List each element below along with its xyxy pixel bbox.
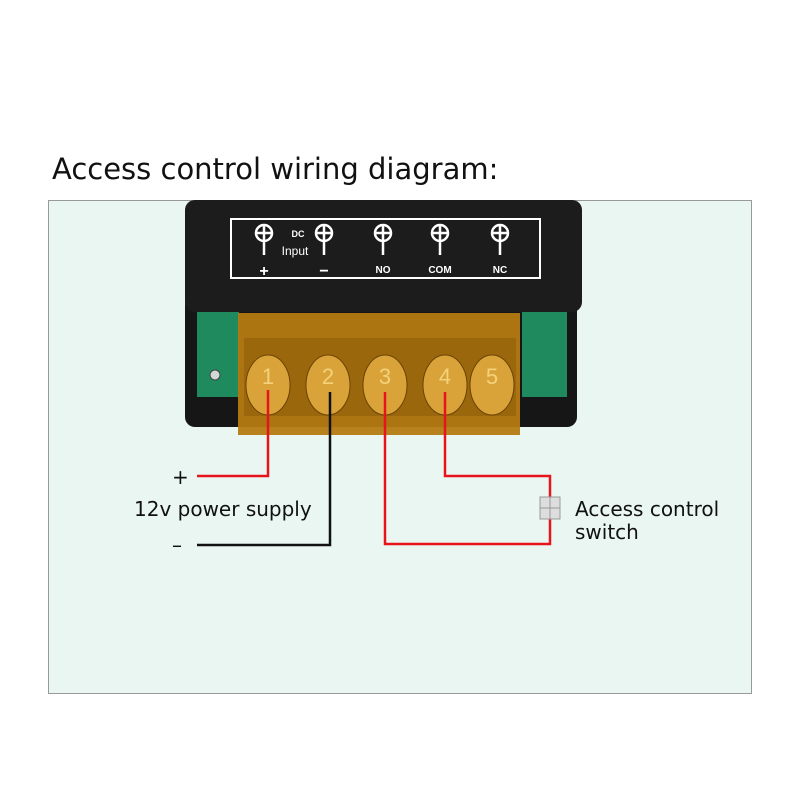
switch-label-line1: Access control (575, 497, 719, 521)
relay-module: DC Input + − NO COM NC 1 2 3 4 5 (185, 200, 582, 435)
minus-label: − (319, 263, 328, 280)
terminal-3: 3 (379, 364, 391, 389)
terminal-4: 4 (439, 364, 451, 389)
no-label: NO (376, 265, 391, 276)
terminal-2: 2 (322, 364, 334, 389)
dc-label: DC (292, 229, 305, 239)
nc-label: NC (493, 265, 507, 276)
com-label: COM (428, 265, 451, 276)
power-plus-label: + (172, 465, 189, 489)
screw-symbols (254, 223, 510, 255)
switch-label-line2: switch (575, 520, 639, 544)
switch-icon (539, 496, 561, 520)
plus-label: + (259, 263, 268, 280)
power-minus-label: – (172, 533, 182, 557)
power-supply-label: 12v power supply (134, 497, 312, 521)
input-label: Input (282, 244, 309, 258)
terminal-5: 5 (486, 364, 498, 389)
wire-negative (197, 392, 332, 547)
terminal-1: 1 (262, 364, 274, 389)
diagram-title: Access control wiring diagram: (52, 152, 499, 186)
wire-positive (197, 390, 270, 478)
